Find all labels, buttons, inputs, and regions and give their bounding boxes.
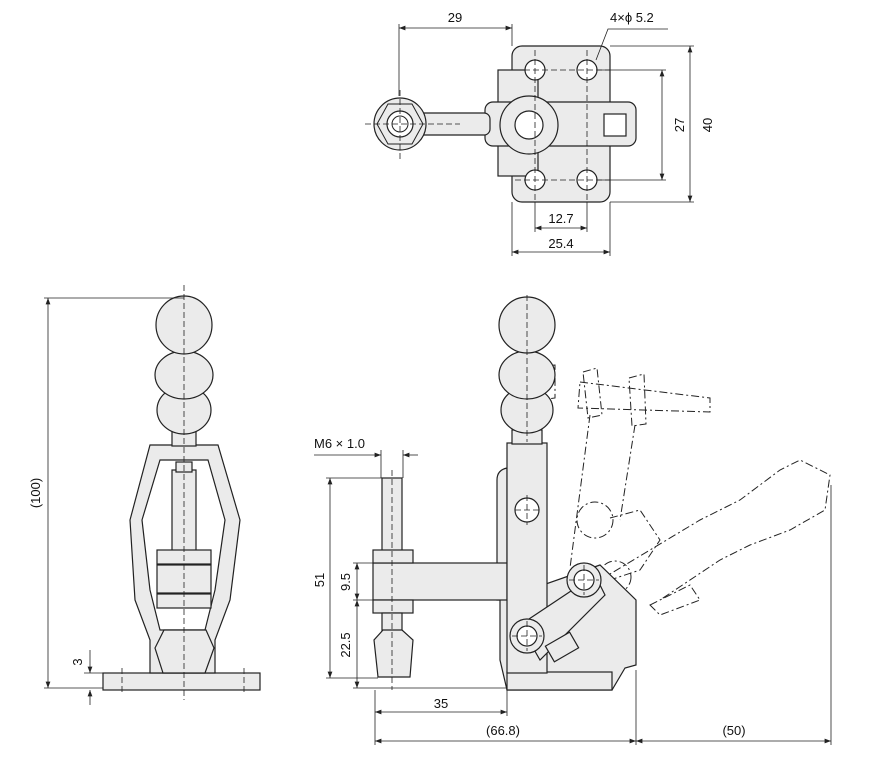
dim-hole-spacing-h: 12.7: [548, 211, 573, 226]
dim-handle-travel: (50): [722, 723, 745, 738]
dim-overall-length: (66.8): [486, 723, 520, 738]
side-view: M6 × 1.0 51 9.5 22.5 35 (66.8) (50): [312, 295, 832, 745]
dim-spindle-below: 22.5: [338, 632, 353, 657]
dim-hole-spacing-v: 27: [672, 118, 687, 132]
dim-plate-width: 25.4: [548, 236, 573, 251]
dim-overall-height: (100): [28, 478, 43, 508]
front-view: (100) 3: [28, 285, 261, 705]
dim-arm-thickness: 9.5: [338, 573, 353, 591]
dim-plate-height: 40: [700, 118, 715, 132]
dim-arm-reach: 29: [448, 10, 462, 25]
top-view: 29 4×ϕ 5.2 27 40 12.7 25.4: [365, 10, 715, 256]
dim-thread: M6 × 1.0: [314, 436, 365, 451]
dim-spindle-height: 51: [312, 573, 327, 587]
dim-holes: 4×ϕ 5.2: [610, 10, 654, 25]
dim-base-thickness: 3: [70, 658, 85, 665]
dim-arm-length: 35: [434, 696, 448, 711]
